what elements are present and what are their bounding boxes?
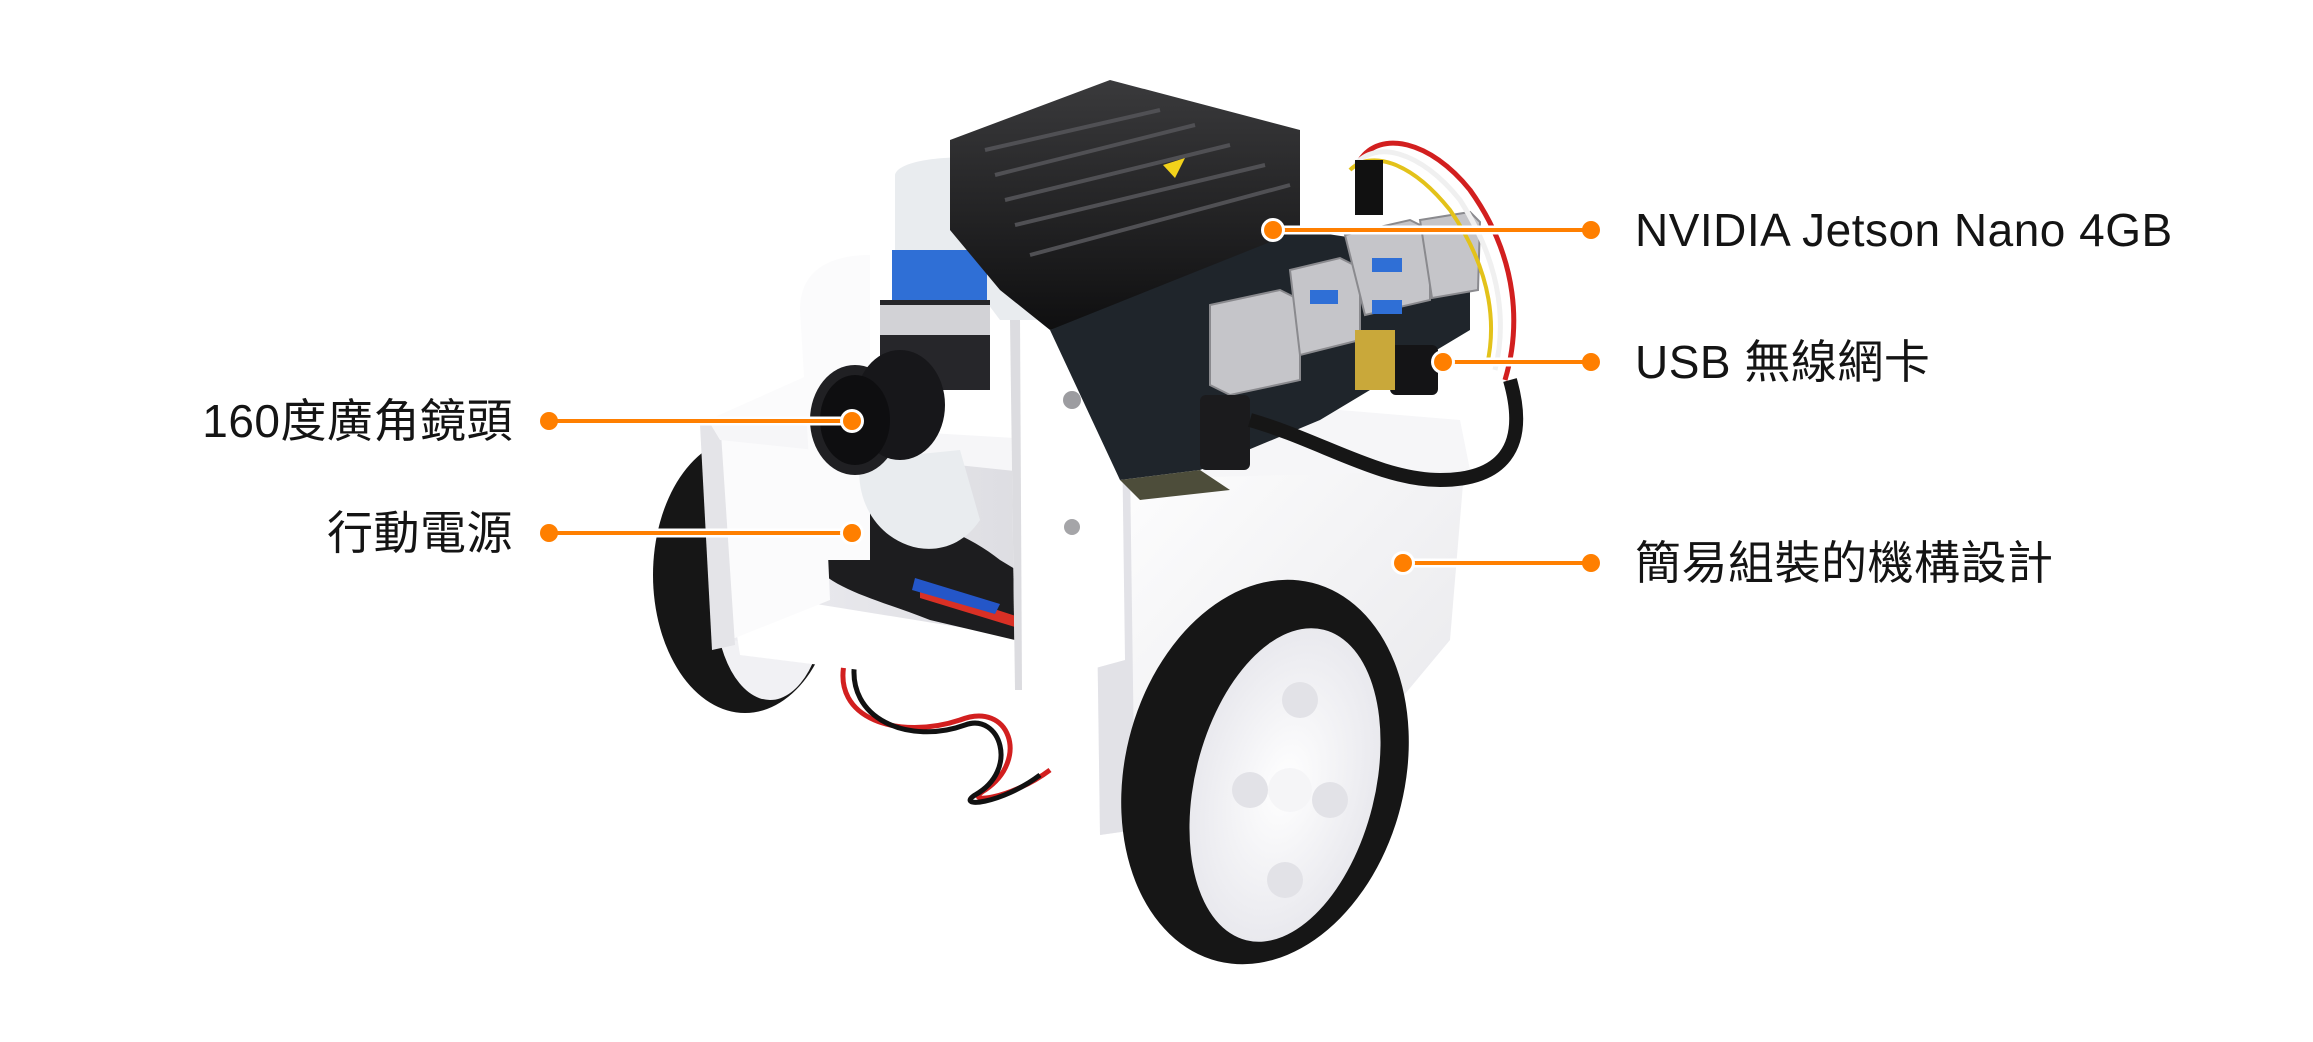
label-wifi-dongle: USB 無線網卡 [1635,336,1931,388]
anchor-dot [1394,554,1412,572]
anchor-dot [1434,353,1452,371]
callout-line-power-bank [540,521,864,545]
callout-dot [540,412,558,430]
label-power-bank: 行動電源 [327,507,513,559]
anchor-dot [843,524,861,542]
callout-dot [540,524,558,542]
callout-line-wifi-dongle [1431,350,1600,374]
label-jetson: NVIDIA Jetson Nano 4GB [1635,204,2173,256]
usb-wifi-dongle [1390,345,1438,395]
anchor-dot [1264,221,1282,239]
callout-dot [1582,554,1600,572]
warning-triangle-icon [1163,158,1185,178]
callout-line-jetson [1261,218,1600,242]
callout-dot [1582,221,1600,239]
wide-angle-camera [810,300,990,475]
label-chassis: 簡易組裝的機構設計 [1635,537,2054,589]
jetson-board [1050,140,1524,500]
anchor-dot [843,412,861,430]
callout-dot [1582,353,1600,371]
callout-line-chassis [1391,551,1600,575]
battery-wires [840,659,1052,805]
callout-line-camera [540,409,864,433]
label-camera: 160度廣角鏡頭 [202,395,513,447]
front-wheel [1121,579,1409,965]
